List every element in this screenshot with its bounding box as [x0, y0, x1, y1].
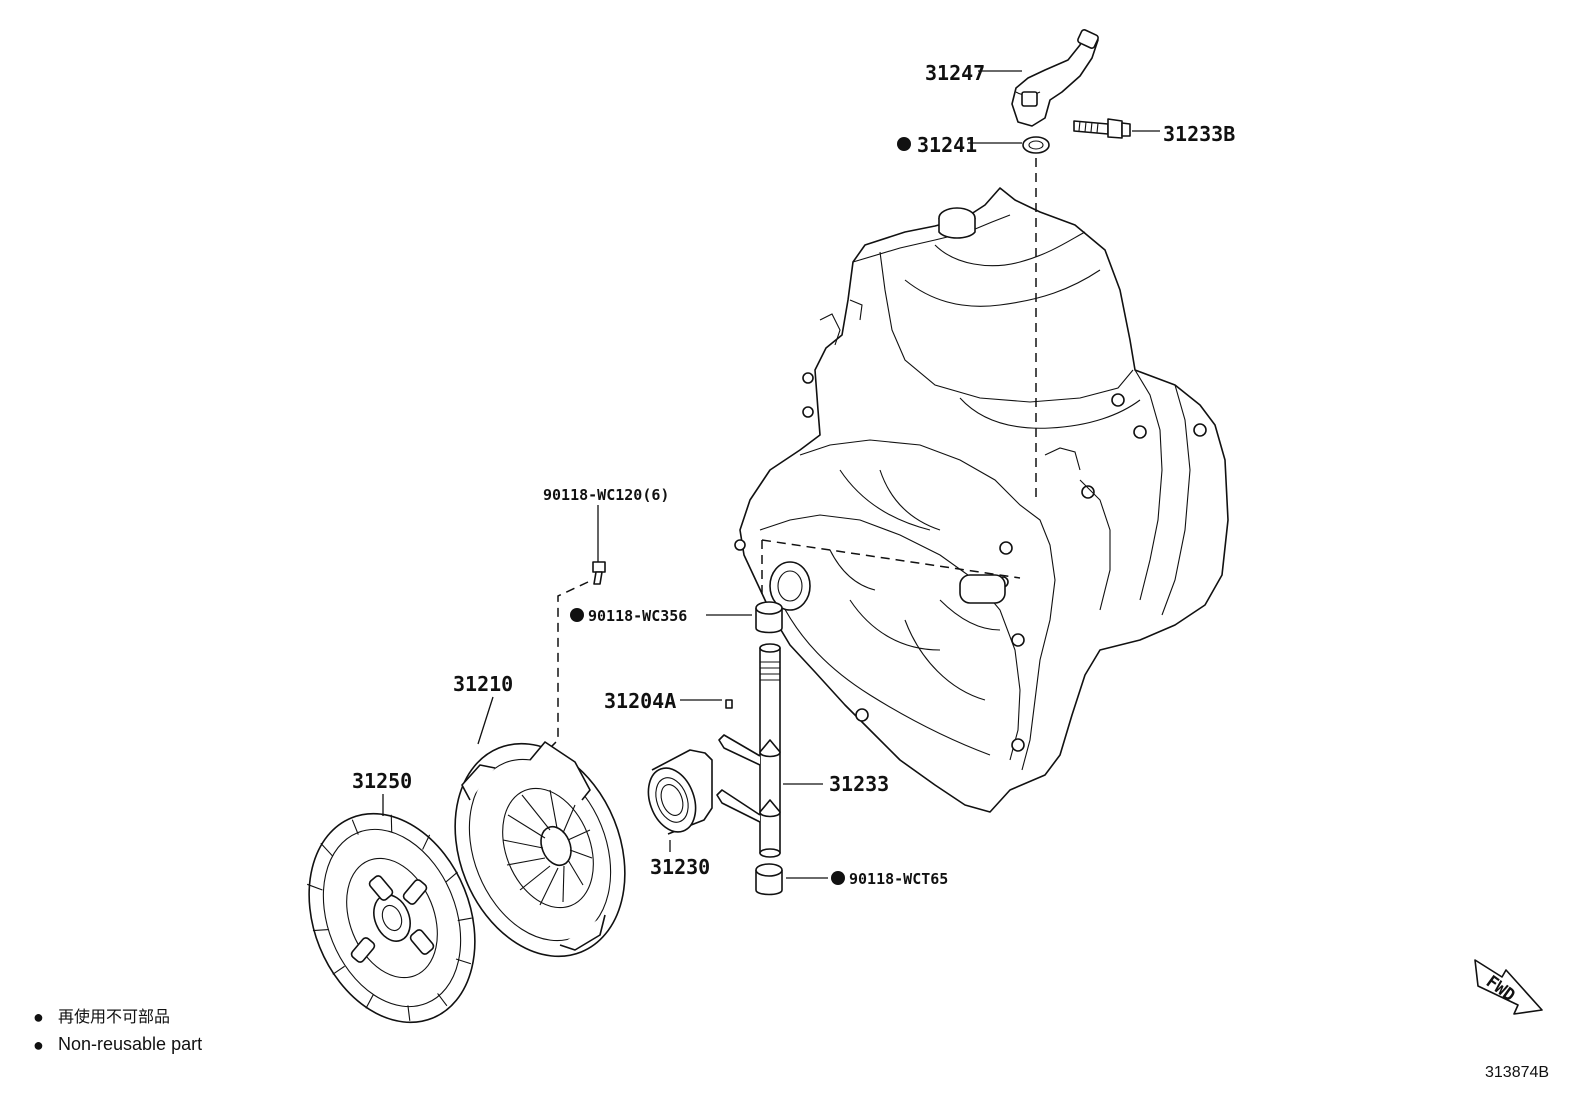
- part-90118-WC356-bushing: [755, 601, 783, 634]
- part-31233-shaft: [716, 643, 781, 858]
- part-31204A-pin: [725, 699, 733, 709]
- transmission-case: [734, 187, 1229, 813]
- part-90118-WCT65-bushing: [755, 863, 783, 896]
- callout-labels: 31247 31241 31233B 90118-WC120(6) 90118-…: [352, 61, 1235, 888]
- callout-31247: 31247: [925, 61, 985, 85]
- callout-31233B: 31233B: [1163, 122, 1235, 146]
- assembly-guide-lines: [539, 158, 1037, 759]
- nonreusable-marker-90118-WC356: [570, 608, 584, 622]
- legend-text-en: Non-reusable part: [58, 1034, 202, 1054]
- callout-31241: 31241: [917, 133, 977, 157]
- callout-90118-WC356: 90118-WC356: [588, 607, 687, 625]
- callout-90118-WC120: 90118-WC120(6): [543, 486, 669, 504]
- callout-31250: 31250: [352, 769, 412, 793]
- part-31233B-bolt: [1073, 118, 1131, 139]
- callout-31204A: 31204A: [604, 689, 676, 713]
- callout-90118-WCT65: 90118-WCT65: [849, 870, 948, 888]
- legend-symbol-ja: ●: [33, 1007, 44, 1027]
- part-31241-seal: [1022, 136, 1050, 154]
- legend: ● 再使用不可部品 ● Non-reusable part: [33, 1007, 202, 1055]
- legend-symbol-en: ●: [33, 1035, 44, 1055]
- part-31247-release-fork-arm: [1011, 29, 1099, 127]
- fwd-arrow: FWD: [1474, 959, 1543, 1015]
- part-31250-clutch-disc: [307, 812, 476, 1024]
- part-90118-WC120-bolt: [592, 561, 606, 585]
- callout-31233: 31233: [829, 772, 889, 796]
- part-31230-release-bearing: [647, 749, 713, 835]
- drawing-number: 313874B: [1485, 1064, 1549, 1081]
- nonreusable-marker-90118-WCT65: [831, 871, 845, 885]
- leader-lines: [382, 70, 1160, 879]
- callout-31210: 31210: [453, 672, 513, 696]
- nonreusable-marker-31241: [897, 137, 911, 151]
- part-31210-clutch-cover: [454, 741, 626, 958]
- callout-31230: 31230: [650, 855, 710, 879]
- legend-text-ja: 再使用不可部品: [58, 1008, 170, 1026]
